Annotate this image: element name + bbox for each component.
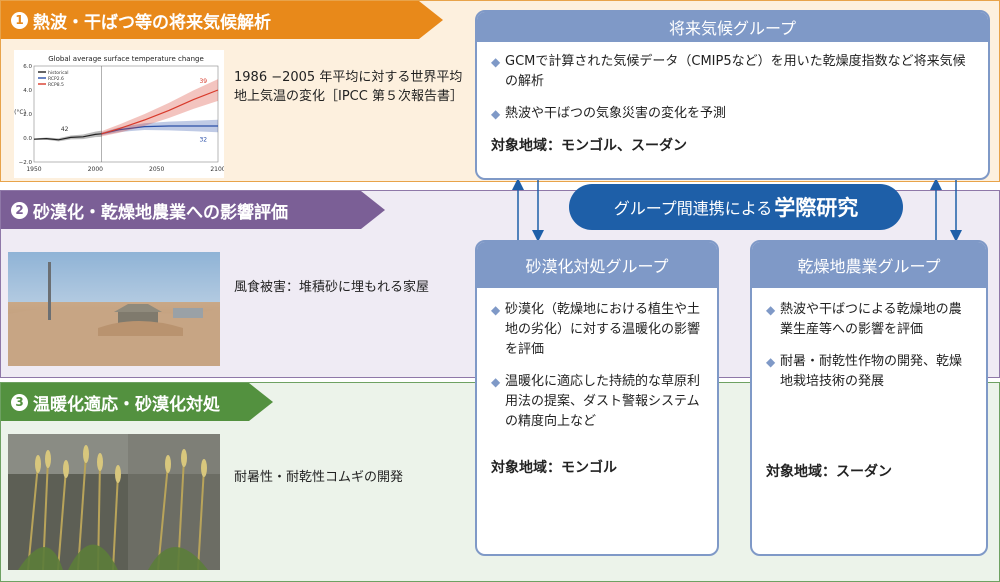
theme-header-3: 3 温暖化適応・砂漠化対処: [1, 383, 273, 421]
series-line-historical: [33, 133, 102, 141]
diamond-icon: ◆: [491, 107, 501, 121]
dryland-bullet-1: ◆ 熱波や干ばつによる乾燥地の農業生産等への影響を評価: [766, 300, 972, 340]
future-bullet-2: ◆ 熱波や干ばつの気象災害の変化を予測: [491, 104, 974, 124]
temperature-chart: Global average surface temperature chang…: [14, 50, 224, 178]
chart-title: Global average surface temperature chang…: [48, 55, 204, 63]
series-line-rcp26: [101, 125, 218, 135]
theme-number-3: 3: [11, 393, 28, 411]
future-bullet-1-text: GCMで計算された気候データ（CMIP5など）を用いた乾燥度指数など将来気候の解…: [505, 54, 966, 89]
wheat-illustration: [8, 434, 220, 570]
plot-area: [33, 65, 219, 163]
desertification-group: 砂漠化対処グループ ◆ 砂漠化（乾燥地における植生や土地の劣化）に対する温暖化の影…: [475, 240, 719, 556]
desertification-group-title: 砂漠化対処グループ: [477, 242, 717, 288]
collab-prefix: グループ間連携による: [613, 199, 773, 218]
y-tick-label: 2.0: [23, 112, 32, 118]
x-tick-label: 2100: [210, 166, 224, 173]
interdisciplinary-collaboration-pill: グループ間連携による学際研究: [569, 184, 903, 230]
future-bullet-2-text: 熱波や干ばつの気象災害の変化を予測: [505, 106, 727, 121]
theme-arrow-tip: [361, 191, 385, 229]
dryland-bullet-2-text: 耐暑・耐乾性作物の開発、乾燥地栽培技術の発展: [780, 354, 963, 389]
future-climate-group: 将来気候グループ ◆ GCMで計算された気候データ（CMIP5など）を用いた乾燥度…: [475, 10, 990, 180]
x-tick-label: 2050: [149, 166, 164, 173]
theme-header-1: 1 熱波・干ばつ等の将来気候解析: [1, 1, 443, 39]
desert-house-photo: [8, 252, 220, 366]
desert-caption: 風食被害：堆積砂に埋もれる家屋: [234, 280, 430, 295]
future-target-region: 対象地域：モンゴル、スーダン: [491, 138, 687, 154]
desert-bullet-1-text: 砂漠化（乾燥地における植生や土地の劣化）に対する温暖化の影響を評価: [505, 302, 701, 357]
diamond-icon: ◆: [766, 303, 776, 317]
theme-arrow-tip: [249, 383, 273, 421]
uncertainty-band-rcp85: [101, 79, 218, 137]
climate-caption-line-1: 1986 −2005 年平均に対する世界平均: [234, 70, 463, 85]
diamond-icon: ◆: [491, 303, 501, 317]
desert-bullet-2: ◆ 温暖化に適応した持続的な草原利用法の提案、ダスト警報システムの精度向上など: [491, 372, 703, 432]
desert-bullet-2-text: 温暖化に適応した持続的な草原利用法の提案、ダスト警報システムの精度向上など: [505, 374, 701, 429]
x-tick-label: 2000: [88, 166, 103, 173]
theme-title-2: 砂漠化・乾燥地農業への影響評価: [33, 202, 288, 223]
desert-bullet-1: ◆ 砂漠化（乾燥地における植生や土地の劣化）に対する温暖化の影響を評価: [491, 300, 703, 360]
legend-label: RCP8.5: [48, 82, 64, 88]
theme-number-1: 1: [11, 11, 28, 29]
theme-arrow-tip: [419, 1, 443, 39]
y-tick-label: −2.0: [19, 160, 33, 166]
legend-label: RCP2.6: [48, 76, 64, 82]
theme-title-1: 熱波・干ばつ等の将来気候解析: [33, 12, 271, 33]
y-axis-label: (°C): [14, 109, 26, 116]
collab-emphasis: 学際研究: [774, 196, 859, 220]
annotation-count: 42: [61, 126, 69, 133]
theme-title-3: 温暖化適応・砂漠化対処: [33, 394, 220, 415]
climate-caption-line-2: 地上気温の変化［IPCC 第５次報告書］: [234, 89, 463, 104]
legend-label: historical: [48, 70, 69, 76]
diamond-icon: ◆: [766, 355, 776, 369]
desert-house-illustration: [8, 252, 220, 366]
series-line-rcp85: [101, 89, 219, 135]
y-tick-label: 6.0: [23, 64, 32, 70]
annotation-count: 32: [199, 137, 207, 144]
theme-number-2: 2: [11, 201, 28, 219]
desert-target-region: 対象地域：モンゴル: [491, 460, 617, 476]
dryland-bullet-1-text: 熱波や干ばつによる乾燥地の農業生産等への影響を評価: [780, 302, 962, 337]
wheat-photo: [8, 434, 220, 570]
future-climate-group-title: 将来気候グループ: [477, 12, 988, 42]
x-tick-label: 1950: [26, 166, 41, 173]
temperature-chart-svg: Global average surface temperature chang…: [14, 55, 224, 173]
climate-caption: 1986 −2005 年平均に対する世界平均 地上気温の変化［IPCC 第５次報…: [234, 68, 463, 106]
uncertainty-band-rcp26: [101, 119, 218, 136]
diamond-icon: ◆: [491, 55, 501, 69]
dryland-agriculture-group: 乾燥地農業グループ ◆ 熱波や干ばつによる乾燥地の農業生産等への影響を評価 ◆ 耐暑…: [750, 240, 988, 556]
future-bullet-1: ◆ GCMで計算された気候データ（CMIP5など）を用いた乾燥度指数など将来気候の…: [491, 52, 974, 92]
y-tick-label: 4.0: [23, 88, 32, 94]
dryland-bullet-2: ◆ 耐暑・耐乾性作物の開発、乾燥地栽培技術の発展: [766, 352, 972, 392]
theme-header-2: 2 砂漠化・乾燥地農業への影響評価: [1, 191, 385, 229]
dryland-target-region: 対象地域：スーダン: [766, 464, 892, 480]
wheat-caption: 耐暑性・耐乾性コムギの開発: [234, 470, 404, 485]
y-tick-label: 0.0: [23, 136, 32, 142]
diamond-icon: ◆: [491, 375, 501, 389]
dryland-agriculture-group-title: 乾燥地農業グループ: [752, 242, 986, 288]
annotation-count: 39: [199, 78, 207, 85]
